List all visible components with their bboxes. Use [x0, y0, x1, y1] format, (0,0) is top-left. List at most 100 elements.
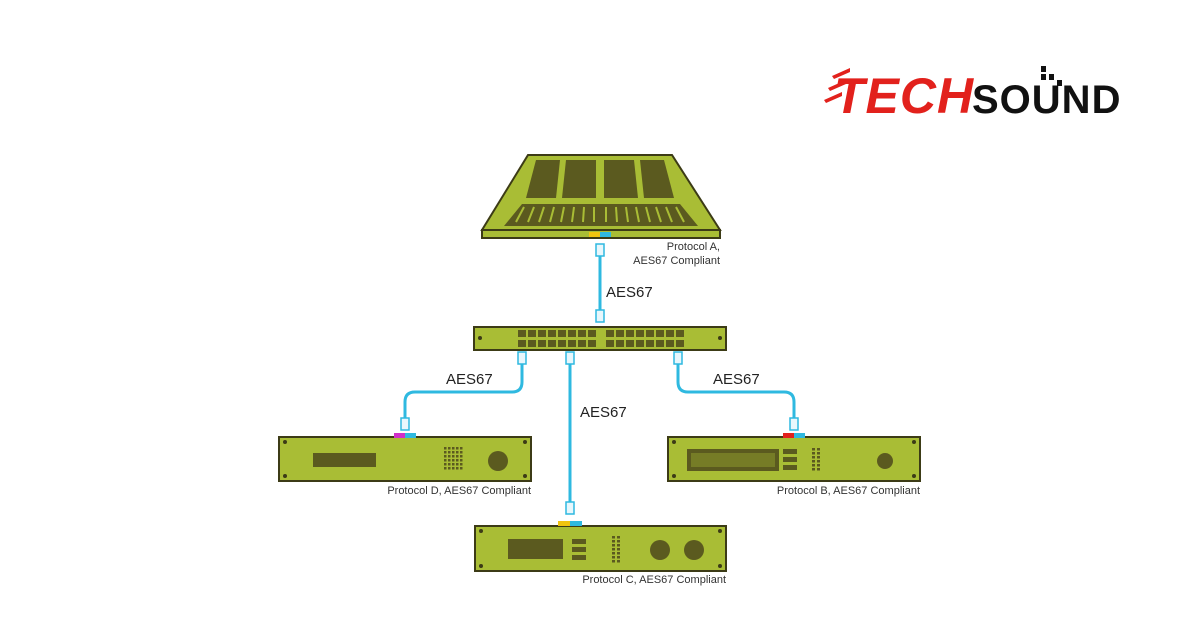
switch-port-icon	[616, 340, 624, 347]
switch-port-icon	[646, 340, 654, 347]
led-indicator	[817, 468, 820, 471]
led-indicator	[612, 540, 615, 543]
grille-hole	[452, 459, 455, 462]
connector-icon	[595, 243, 605, 257]
grille-hole	[444, 459, 447, 462]
grille-hole	[452, 455, 455, 458]
switch-port-icon	[676, 340, 684, 347]
led-indicator	[812, 456, 815, 459]
switch-port-icon	[626, 330, 634, 337]
grille-hole	[444, 463, 447, 466]
switch-port-icon	[568, 340, 576, 347]
grille-hole	[460, 455, 463, 458]
led-indicator	[617, 540, 620, 543]
grille-hole	[452, 467, 455, 470]
switch-port-icon	[588, 340, 596, 347]
logo-speed-lines	[824, 68, 850, 103]
cable-switch-d	[403, 360, 524, 422]
led-indicator	[612, 548, 615, 551]
grille-hole	[452, 451, 455, 454]
device-b-rack-unit	[667, 433, 921, 482]
cable-label-mixer-switch: AES67	[606, 284, 653, 301]
led-indicator	[812, 468, 815, 471]
switch-port-icon	[588, 330, 596, 337]
led-indicator	[812, 460, 815, 463]
logo-equalizer-icon	[1041, 66, 1062, 86]
connector-icon	[789, 417, 799, 431]
led-indicator	[617, 536, 620, 539]
connector-icon	[565, 501, 575, 515]
device-c-label: Protocol C, AES67 Compliant	[582, 574, 726, 586]
rj45-connectors	[400, 243, 799, 515]
switch-port-icon	[656, 330, 664, 337]
switch-port-icon	[646, 330, 654, 337]
switch-port-icon	[568, 330, 576, 337]
led-indicator	[617, 548, 620, 551]
switch-port-icon	[538, 330, 546, 337]
grille-hole	[452, 447, 455, 450]
led-indicator	[817, 460, 820, 463]
switch-port-icon	[578, 330, 586, 337]
led-indicator	[617, 560, 620, 563]
grille-hole	[456, 455, 459, 458]
techsound-logo: TECH SOUND	[824, 66, 1120, 124]
switch-port-icon	[666, 330, 674, 337]
switch-port-icon	[528, 340, 536, 347]
grille-hole	[444, 467, 447, 470]
grille-hole	[444, 455, 447, 458]
network-switch	[473, 326, 727, 351]
led-indicator	[617, 552, 620, 555]
grille-hole	[448, 447, 451, 450]
switch-port-icon	[656, 340, 664, 347]
grille-hole	[460, 447, 463, 450]
switch-port-icon	[636, 330, 644, 337]
led-indicator	[612, 556, 615, 559]
mixing-console	[480, 154, 722, 239]
switch-port-icon	[538, 340, 546, 347]
led-indicator	[817, 464, 820, 467]
grille-hole	[456, 467, 459, 470]
led-indicator	[817, 456, 820, 459]
grille-hole	[460, 467, 463, 470]
switch-port-icon	[548, 330, 556, 337]
switch-port-icon	[626, 340, 634, 347]
led-indicator	[612, 544, 615, 547]
logo-text-tech: TECH	[834, 68, 974, 124]
grille-hole	[448, 451, 451, 454]
switch-port-icon	[528, 330, 536, 337]
switch-port-icon	[578, 340, 586, 347]
switch-port-icon	[606, 330, 614, 337]
cable-switch-b	[676, 360, 796, 422]
grille-hole	[448, 455, 451, 458]
led-indicator	[812, 452, 815, 455]
switch-port-icon	[548, 340, 556, 347]
device-c-rack-unit	[474, 521, 727, 572]
grille-hole	[460, 451, 463, 454]
switch-port-icon	[636, 340, 644, 347]
grille-hole	[448, 463, 451, 466]
grille-hole	[460, 463, 463, 466]
mixer-label-line2: AES67 Compliant	[633, 255, 720, 267]
grille-hole	[444, 451, 447, 454]
led-indicator	[617, 556, 620, 559]
cable-label-switch-c: AES67	[580, 404, 627, 421]
grille-hole	[452, 463, 455, 466]
connector-icon	[400, 417, 410, 431]
connector-icon	[517, 351, 527, 365]
switch-port-icon	[666, 340, 674, 347]
cable-label-switch-d: AES67	[446, 371, 493, 388]
device-d-label: Protocol D, AES67 Compliant	[387, 485, 531, 497]
grille-hole	[456, 447, 459, 450]
led-indicator	[812, 464, 815, 467]
device-b-label: Protocol B, AES67 Compliant	[777, 485, 920, 497]
cable-label-switch-b: AES67	[713, 371, 760, 388]
led-indicator	[812, 448, 815, 451]
led-indicator	[612, 536, 615, 539]
switch-port-icon	[518, 330, 526, 337]
connector-icon	[595, 309, 605, 323]
grille-hole	[456, 463, 459, 466]
switch-port-icon	[676, 330, 684, 337]
grille-hole	[456, 459, 459, 462]
led-indicator	[612, 560, 615, 563]
